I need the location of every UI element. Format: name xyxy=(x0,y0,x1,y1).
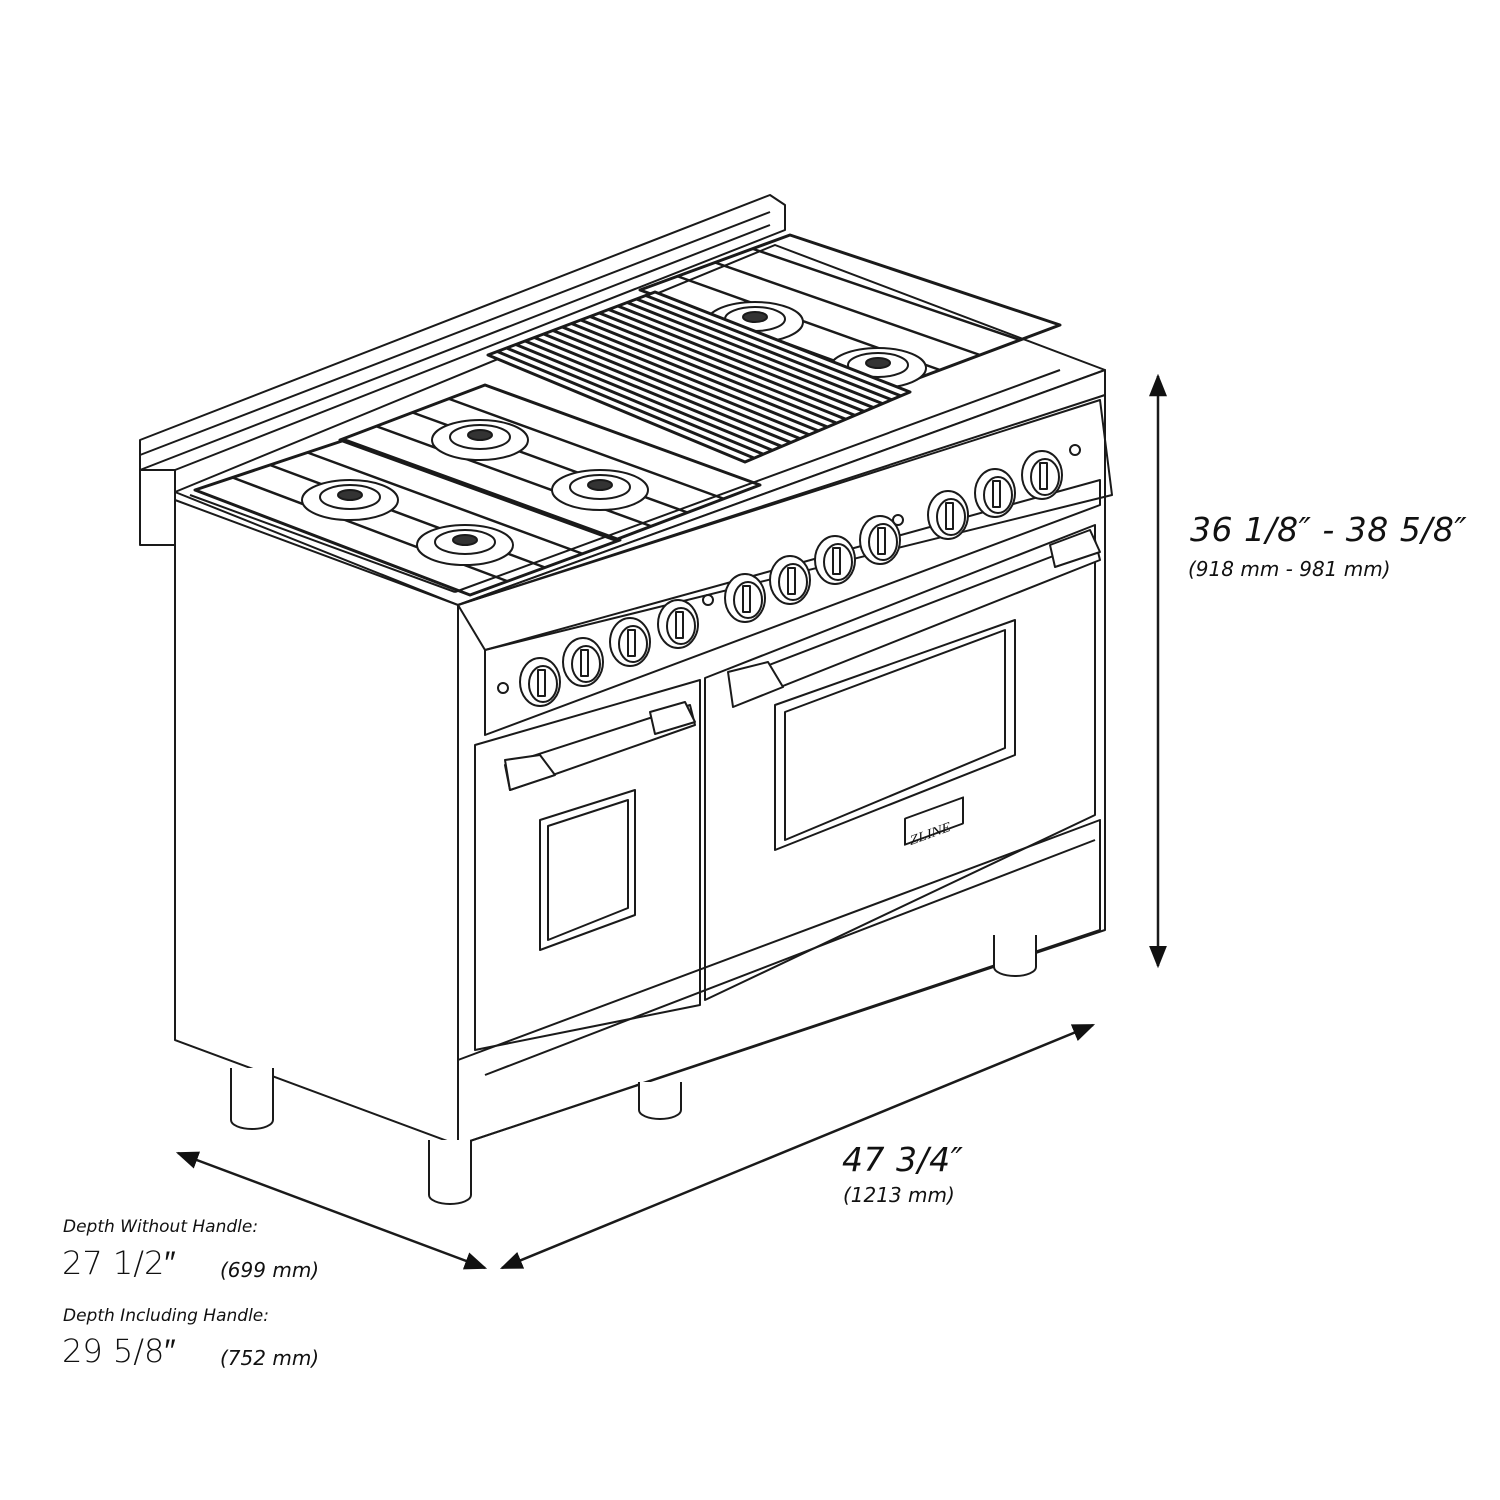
knob-face xyxy=(571,645,601,683)
burner-center xyxy=(865,357,891,369)
right-oven-door xyxy=(704,524,1096,1001)
knob-indicator xyxy=(537,669,546,697)
griddle-rib xyxy=(543,332,801,441)
grate-bar xyxy=(714,261,981,357)
knob-indicator xyxy=(992,480,1001,508)
indicator-light xyxy=(702,594,714,606)
depth-including-handle-label: Depth Including Handle: xyxy=(63,1306,269,1326)
right-door-window xyxy=(774,619,1016,851)
height-imperial: 36 1/8″ - 38 5/8″ xyxy=(1190,510,1468,549)
knob-face xyxy=(1030,458,1060,496)
knob-indicator xyxy=(945,502,954,530)
griddle-rib xyxy=(496,350,755,460)
knob-face xyxy=(983,476,1013,514)
knob-face xyxy=(528,665,558,703)
burner-center xyxy=(587,479,613,491)
indicator-light xyxy=(497,682,509,694)
knob-indicator xyxy=(877,527,886,555)
knob-face xyxy=(823,543,853,581)
leg xyxy=(428,1140,472,1205)
griddle-rib xyxy=(533,336,792,444)
knob-face xyxy=(733,581,763,619)
grate-bar xyxy=(307,451,583,555)
grate-bar xyxy=(448,397,725,500)
depth-without-handle-label: Depth Without Handle: xyxy=(63,1217,259,1237)
burner-cap xyxy=(847,352,909,378)
knob-indicator xyxy=(675,611,684,639)
knob-indicator xyxy=(832,547,841,575)
leg xyxy=(230,1068,274,1130)
griddle-rib xyxy=(635,297,893,402)
knob-indicator xyxy=(580,649,589,677)
front-face xyxy=(457,394,1113,1146)
griddle-rib xyxy=(598,311,856,417)
griddle-rib xyxy=(552,329,810,437)
knob-indicator xyxy=(627,629,636,657)
width-imperial: 47 3/4″ xyxy=(842,1140,964,1179)
burner-center xyxy=(742,311,768,323)
griddle-rib xyxy=(645,294,902,398)
griddle-rib xyxy=(515,343,774,452)
griddle-rib xyxy=(524,339,783,448)
grate-bar xyxy=(752,247,1021,342)
indicator-light xyxy=(1069,444,1081,456)
depth-dimension-arrow xyxy=(175,1151,488,1270)
grate xyxy=(193,438,622,597)
depth-including-handle-metric: (752 mm) xyxy=(220,1346,320,1370)
griddle xyxy=(486,290,912,464)
knob-face xyxy=(868,523,898,561)
burner-center xyxy=(337,489,363,501)
burner-cap xyxy=(434,529,496,555)
griddle-rib xyxy=(561,325,819,433)
zline-badge xyxy=(904,796,964,846)
width-dimension-arrow xyxy=(499,1023,1096,1270)
leg xyxy=(993,935,1037,977)
depth-without-handle-imperial: 27 1/2″ xyxy=(62,1244,176,1282)
width-metric: (1213 mm) xyxy=(843,1183,955,1207)
kick-plate xyxy=(457,819,1101,1146)
burner-cap xyxy=(569,474,631,500)
left-side-panel xyxy=(174,499,459,1146)
griddle-rib xyxy=(589,315,847,421)
burners xyxy=(301,301,927,566)
griddle-rib xyxy=(570,322,829,429)
burner-center xyxy=(452,534,478,546)
knob-face xyxy=(666,607,696,645)
griddle-rib xyxy=(580,318,838,425)
griddle-rib xyxy=(505,346,764,456)
griddle-rib xyxy=(608,308,865,413)
control-knobs xyxy=(497,444,1081,707)
griddle-rib xyxy=(617,304,874,409)
depth-including-handle-imperial: 29 5/8″ xyxy=(62,1332,176,1370)
knob-indicator xyxy=(742,585,751,613)
depth-without-handle-metric: (699 mm) xyxy=(220,1258,320,1282)
burner-cap xyxy=(449,424,511,450)
knob-face xyxy=(618,625,648,663)
knob-face xyxy=(778,563,808,601)
knob-indicator xyxy=(787,567,796,595)
leg xyxy=(638,1082,682,1120)
left-oven-door xyxy=(474,679,701,1051)
knob-face xyxy=(936,498,966,536)
backguard xyxy=(139,194,786,546)
griddle-rib xyxy=(626,301,884,406)
knob-indicator xyxy=(1039,462,1048,490)
burner-center xyxy=(467,429,493,441)
left-door-window xyxy=(539,789,636,951)
burner-cap xyxy=(319,484,381,510)
burner-grates xyxy=(193,233,1062,597)
height-metric: (918 mm - 981 mm) xyxy=(1188,557,1391,581)
grate xyxy=(338,383,762,542)
indicator-light xyxy=(892,514,904,526)
